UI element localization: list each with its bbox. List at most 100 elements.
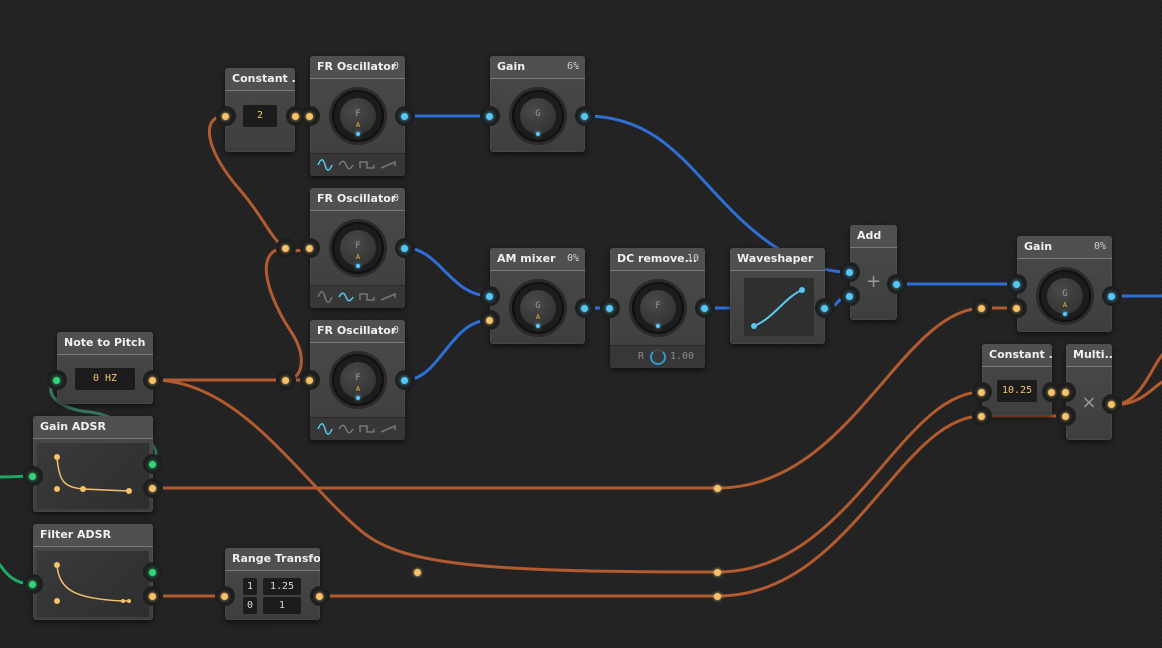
- gate-output-port[interactable]: [149, 569, 156, 576]
- constant-value[interactable]: 10.25: [997, 380, 1037, 402]
- cv-cable[interactable]: [716, 306, 1019, 490]
- triangle-wave-icon[interactable]: [338, 422, 354, 436]
- cable-junction[interactable]: [414, 569, 421, 576]
- audio-input-port[interactable]: [606, 305, 613, 312]
- cv-input-port[interactable]: [221, 593, 228, 600]
- constant-node[interactable]: Constant ... 2: [225, 68, 295, 152]
- add-node[interactable]: Add +: [850, 225, 897, 320]
- triangle-wave-icon[interactable]: [338, 290, 354, 304]
- sawtooth-wave-icon[interactable]: [380, 290, 396, 304]
- audio-input-port[interactable]: [1013, 281, 1020, 288]
- audio-cable[interactable]: [583, 114, 852, 274]
- gate-output-port[interactable]: [149, 461, 156, 468]
- transfer-curve[interactable]: [744, 278, 814, 336]
- audio-output-port[interactable]: [401, 377, 408, 384]
- audio-cable[interactable]: [403, 246, 492, 298]
- envelope-graph[interactable]: [37, 443, 149, 509]
- input-max-value[interactable]: 0: [243, 597, 257, 614]
- cv-cable[interactable]: [716, 414, 1068, 598]
- cv-input-port[interactable]: [1062, 389, 1069, 396]
- sine-wave-icon[interactable]: [317, 422, 333, 436]
- audio-input-port[interactable]: [486, 113, 493, 120]
- output-min-value[interactable]: 1.25: [263, 578, 301, 595]
- input-min-value[interactable]: 1: [243, 578, 257, 595]
- dc-remover-node[interactable]: DC remove...10 F R 1.00: [610, 248, 705, 368]
- cv-input-port[interactable]: [1062, 413, 1069, 420]
- range-transform-node[interactable]: Range Transfo... 1 1.25 0 1: [225, 548, 320, 620]
- cv-output-port[interactable]: [149, 593, 156, 600]
- audio-output-port[interactable]: [1108, 293, 1115, 300]
- filter-adsr-node[interactable]: Filter ADSR: [33, 524, 153, 620]
- gain-knob[interactable]: G: [512, 90, 564, 142]
- envelope-graph[interactable]: [37, 551, 149, 617]
- constant-node[interactable]: Constant ... 10.25: [982, 344, 1052, 416]
- cv-output-port[interactable]: [1108, 401, 1115, 408]
- gain-adsr-node[interactable]: Gain ADSR: [33, 416, 153, 512]
- waveform-selector[interactable]: [310, 153, 405, 176]
- waveshaper-node[interactable]: Waveshaper: [730, 248, 825, 344]
- cv-cable[interactable]: [264, 246, 303, 382]
- cv-output-port[interactable]: [149, 377, 156, 384]
- audio-input-port[interactable]: [486, 293, 493, 300]
- audio-output-port[interactable]: [821, 305, 828, 312]
- gate-input-port[interactable]: [53, 377, 60, 384]
- cv-output-port[interactable]: [292, 113, 299, 120]
- cable-junction[interactable]: [714, 485, 721, 492]
- sawtooth-wave-icon[interactable]: [380, 158, 396, 172]
- square-wave-icon[interactable]: [359, 158, 375, 172]
- cv-input-port[interactable]: [1013, 305, 1020, 312]
- note-to-pitch-node[interactable]: Note to Pitch 0 HZ: [57, 332, 153, 404]
- output-max-value[interactable]: 1: [263, 597, 301, 614]
- frequency-knob[interactable]: F: [632, 282, 684, 334]
- square-wave-icon[interactable]: [359, 290, 375, 304]
- audio-input-port[interactable]: [846, 293, 853, 300]
- gate-input-port[interactable]: [29, 473, 36, 480]
- waveform-selector[interactable]: [310, 285, 405, 308]
- audio-cable[interactable]: [403, 318, 492, 382]
- sawtooth-wave-icon[interactable]: [380, 422, 396, 436]
- cv-input-port[interactable]: [306, 113, 313, 120]
- cv-input-port[interactable]: [978, 413, 985, 420]
- audio-output-port[interactable]: [581, 305, 588, 312]
- cv-input-port[interactable]: [306, 245, 313, 252]
- cv-output-port[interactable]: [149, 485, 156, 492]
- cable-junction[interactable]: [714, 569, 721, 576]
- constant-value[interactable]: 2: [243, 105, 277, 127]
- audio-output-port[interactable]: [893, 281, 900, 288]
- audio-input-port[interactable]: [846, 269, 853, 276]
- cv-input-port[interactable]: [222, 113, 229, 120]
- cv-port[interactable]: [978, 305, 985, 312]
- cv-output-port[interactable]: [316, 593, 323, 600]
- cv-input-port[interactable]: [978, 389, 985, 396]
- cable-junction[interactable]: [714, 593, 721, 600]
- sine-wave-icon[interactable]: [317, 290, 333, 304]
- waveform-selector[interactable]: [310, 417, 405, 440]
- audio-output-port[interactable]: [581, 113, 588, 120]
- audio-output-port[interactable]: [701, 305, 708, 312]
- cv-input-port[interactable]: [306, 377, 313, 384]
- resonance-knob[interactable]: [650, 349, 666, 365]
- cv-input-port[interactable]: [282, 377, 289, 384]
- cv-input-port[interactable]: [486, 317, 493, 324]
- square-wave-icon[interactable]: [359, 422, 375, 436]
- cv-output-port[interactable]: [1048, 389, 1055, 396]
- triangle-wave-icon[interactable]: [338, 158, 354, 172]
- audio-output-port[interactable]: [401, 113, 408, 120]
- audio-output-port[interactable]: [401, 245, 408, 252]
- cv-input-port[interactable]: [282, 245, 289, 252]
- cv-cable[interactable]: [716, 390, 984, 574]
- sine-wave-icon[interactable]: [317, 158, 333, 172]
- cv-cable[interactable]: [151, 378, 720, 574]
- gate-input-port[interactable]: [29, 581, 36, 588]
